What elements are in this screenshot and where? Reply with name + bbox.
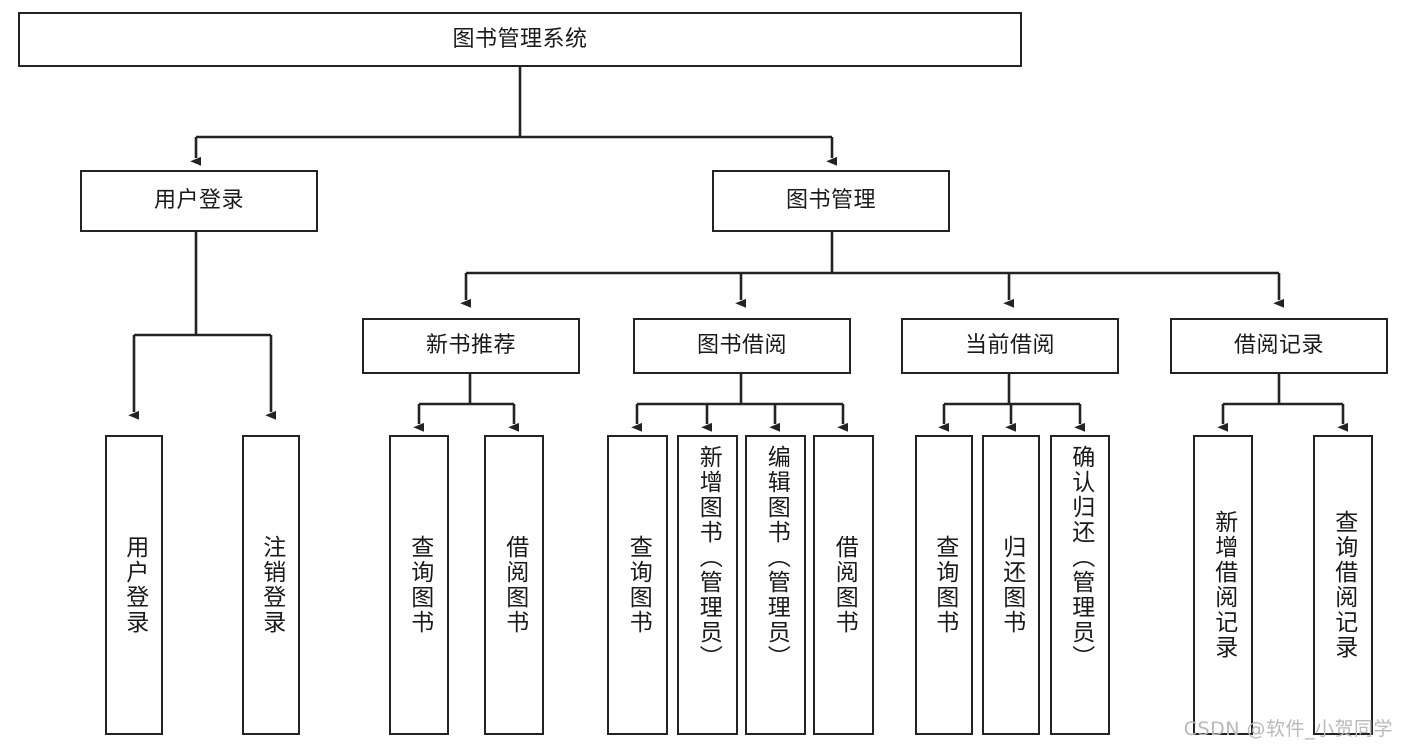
leaf-edit-book[interactable]: 编辑图书（管理员） [745, 435, 806, 735]
leaf-confirm-return-label: 确认归还（管理员） [1067, 445, 1094, 670]
leaf-query-book-2-label: 查询图书 [625, 535, 652, 635]
leaf-borrow-book-1-label: 借阅图书 [501, 535, 528, 635]
node-new-book-rec-label: 新书推荐 [425, 333, 516, 359]
node-user-login[interactable]: 用户登录 [80, 170, 318, 232]
leaf-query-record[interactable]: 查询借阅记录 [1313, 435, 1373, 735]
leaf-query-book-3[interactable]: 查询图书 [915, 435, 973, 735]
leaf-confirm-return[interactable]: 确认归还（管理员） [1050, 435, 1110, 735]
leaf-add-book-label: 新增图书（管理员） [695, 445, 722, 670]
node-current-borrow-label: 当前借阅 [964, 333, 1055, 359]
leaf-user-logout-label: 注销登录 [258, 535, 285, 635]
leaf-user-login-label: 用户登录 [121, 535, 148, 635]
leaf-return-book-label: 归还图书 [998, 535, 1025, 635]
node-user-login-label: 用户登录 [153, 188, 244, 214]
node-book-borrow[interactable]: 图书借阅 [633, 318, 851, 374]
leaf-query-book-2[interactable]: 查询图书 [607, 435, 668, 735]
node-book-manage[interactable]: 图书管理 [712, 170, 950, 232]
leaf-query-book-3-label: 查询图书 [931, 535, 958, 635]
leaf-add-record[interactable]: 新增借阅记录 [1193, 435, 1253, 735]
node-book-manage-label: 图书管理 [785, 188, 876, 214]
node-root-label: 图书管理系统 [452, 26, 588, 52]
leaf-return-book[interactable]: 归还图书 [982, 435, 1040, 735]
leaf-add-record-label: 新增借阅记录 [1210, 510, 1237, 660]
leaf-query-record-label: 查询借阅记录 [1330, 510, 1357, 660]
node-current-borrow[interactable]: 当前借阅 [901, 318, 1119, 374]
node-book-borrow-label: 图书借阅 [696, 333, 787, 359]
node-new-book-rec[interactable]: 新书推荐 [362, 318, 580, 374]
node-root[interactable]: 图书管理系统 [18, 12, 1022, 67]
leaf-user-logout[interactable]: 注销登录 [242, 435, 300, 735]
leaf-borrow-book-1[interactable]: 借阅图书 [484, 435, 544, 735]
leaf-user-login[interactable]: 用户登录 [105, 435, 163, 735]
csdn-watermark: CSDN @软件_小贺同学 [1183, 718, 1393, 740]
leaf-borrow-book-2-label: 借阅图书 [831, 535, 858, 635]
leaf-query-book-1-label: 查询图书 [406, 535, 433, 635]
leaf-add-book[interactable]: 新增图书（管理员） [677, 435, 738, 735]
leaf-query-book-1[interactable]: 查询图书 [389, 435, 449, 735]
leaf-borrow-book-2[interactable]: 借阅图书 [813, 435, 874, 735]
node-borrow-record[interactable]: 借阅记录 [1170, 318, 1388, 374]
node-borrow-record-label: 借阅记录 [1233, 333, 1324, 359]
leaf-edit-book-label: 编辑图书（管理员） [763, 445, 790, 670]
